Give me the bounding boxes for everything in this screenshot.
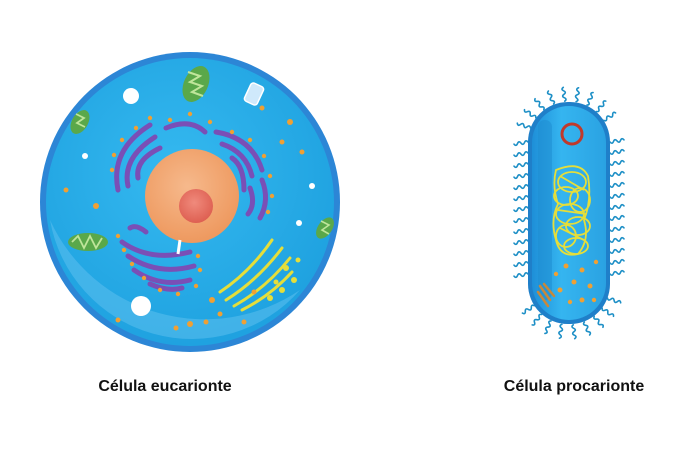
pilus — [523, 108, 537, 119]
pilus — [513, 238, 529, 246]
pilus — [561, 86, 567, 102]
pilus — [595, 100, 607, 113]
vacuole — [296, 220, 302, 226]
pilus — [609, 137, 625, 145]
pilus — [603, 111, 617, 122]
pilus — [513, 172, 529, 180]
pilus — [593, 315, 605, 329]
pilus — [574, 87, 580, 103]
pilus — [609, 269, 625, 277]
vacuole — [309, 183, 315, 189]
pilus — [586, 91, 594, 106]
golgi-apparatus-icon — [119, 224, 197, 292]
prokaryotic-ribosomes — [553, 259, 599, 305]
pilus — [513, 227, 529, 235]
pilus — [558, 323, 564, 339]
pilus — [609, 170, 625, 178]
pilus — [513, 183, 529, 191]
pilus — [609, 148, 625, 156]
eukaryotic-cell-icon — [40, 52, 340, 352]
pilus — [513, 150, 529, 158]
pilus — [531, 313, 543, 326]
pilus — [601, 307, 615, 318]
pilus — [513, 161, 529, 169]
pilus — [609, 236, 625, 244]
pilus — [544, 320, 552, 335]
nuclear-pore — [176, 239, 182, 255]
pilus — [513, 194, 529, 202]
pilus — [513, 271, 529, 279]
pilus — [571, 324, 577, 340]
pilus — [546, 90, 556, 105]
vacuole — [82, 153, 88, 159]
prokaryotic-cell-label: Célula procarionte — [503, 378, 645, 395]
vacuole — [131, 296, 151, 316]
pilus — [609, 192, 625, 200]
pilus — [533, 97, 545, 111]
pilus — [513, 205, 529, 213]
pilus — [609, 258, 625, 266]
pilus — [516, 122, 532, 129]
pilus — [609, 159, 625, 167]
pilus — [513, 216, 529, 224]
free-ribosomes — [63, 105, 305, 331]
mitochondrion-icon — [182, 66, 210, 102]
pili — [513, 86, 625, 340]
smooth-er-icon — [218, 238, 294, 312]
vesicles — [267, 257, 301, 301]
pilus — [606, 297, 622, 304]
flagellum-base-icon — [536, 282, 556, 308]
pilus — [513, 260, 529, 268]
pilus — [513, 249, 529, 257]
prokaryotic-cell-icon — [513, 86, 625, 340]
peroxisome — [243, 82, 265, 106]
mitochondrion-icon — [68, 233, 108, 251]
endoplasmic-reticulum-icon — [114, 121, 268, 221]
pilus — [513, 139, 529, 147]
pilus — [521, 304, 535, 315]
eukaryotic-cell-label: Célula eucarionte — [98, 378, 232, 395]
plasmid-icon — [560, 122, 584, 146]
mitochondrion-icon — [70, 110, 90, 134]
nucleolus — [179, 189, 213, 223]
pilus — [609, 203, 625, 211]
cell-wall-shading — [538, 120, 552, 300]
pilus — [609, 225, 625, 233]
pilus — [582, 321, 592, 336]
pilus — [609, 214, 625, 222]
ribosomes — [109, 111, 275, 297]
vacuole — [123, 88, 139, 104]
pilus — [609, 247, 625, 255]
pilus — [609, 181, 625, 189]
mitochondrion-icon — [316, 217, 334, 239]
cytoplasm-shading — [50, 220, 300, 339]
nucleoid-dna-icon — [552, 165, 591, 256]
